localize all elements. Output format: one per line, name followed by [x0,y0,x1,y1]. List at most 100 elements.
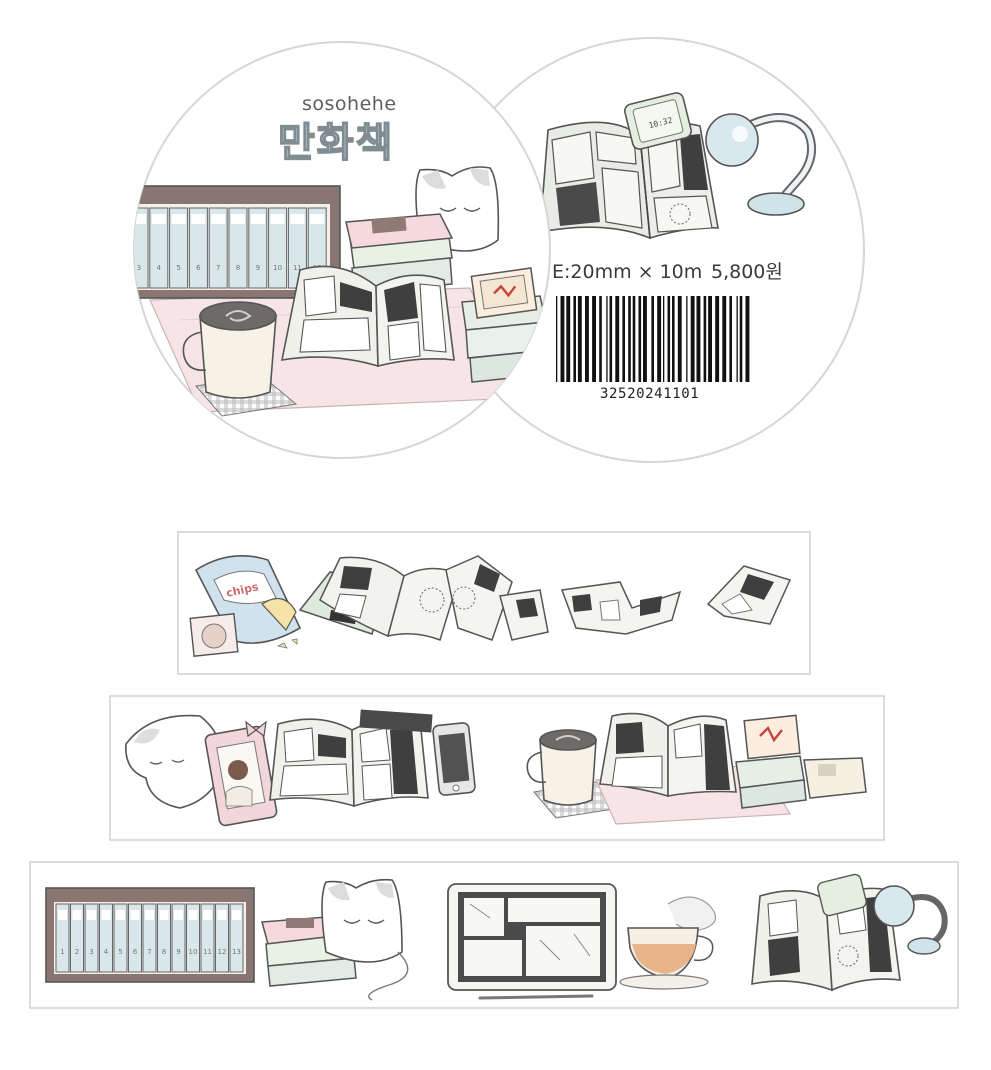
spine-label-band [310,214,325,224]
spine-label-band [203,910,212,920]
spine-volume-number: 11 [293,264,302,272]
spine-label-band [188,910,198,920]
spine-label-band [231,214,245,224]
barcode-bar [556,296,558,382]
barcode-bar [632,296,636,382]
barcode-bar [577,296,582,382]
barcode-bar [739,296,743,382]
spine-label-band [145,910,154,920]
spine-label-band [87,910,96,920]
barcode-bar [657,296,662,382]
stacked-books-icon [345,213,454,295]
spine-volume-number: 5 [118,948,122,956]
spine-label-band [171,214,186,224]
manga-volume-spine [134,207,149,289]
spine-volume-number: 9 [176,948,180,956]
open-manga-book-icon [280,265,455,368]
desk-lamp-icon [705,113,817,216]
spine-label-band [174,910,183,920]
spine-volume-number: 10 [273,264,282,272]
barcode-bar [566,296,571,382]
spine-volume-number: 6 [196,264,201,272]
barcode-bar [643,296,647,382]
barcode-bar [686,296,688,382]
photo-frame-icon [204,720,278,827]
open-manga-book-icon [269,709,433,808]
manga-volume-spine [228,207,248,289]
spine-label-band [211,214,226,224]
barcode-bar [708,296,712,382]
single-manga-page-icon [706,565,792,625]
manga-volume-spine [171,903,186,973]
spine-volume-number: 8 [162,948,166,956]
spine-volume-number: 5 [176,264,180,272]
barcode-bar [745,296,750,382]
spine-volume-number: 4 [104,948,109,956]
spine-label-band [270,214,285,224]
manga-volume-spine [200,903,215,973]
barcode [556,296,750,382]
manga-volume-spine [188,207,208,289]
barcode-bar [663,296,665,382]
barcode-bar [722,296,727,382]
barcode-bar [638,296,642,382]
barcode-bar [729,296,732,382]
spine-label-band [191,214,206,224]
spine-label-band [116,910,125,920]
spine-label-band [250,214,265,224]
barcode-bar [615,296,620,382]
spine-label-band [134,214,146,224]
barcode-bar [696,296,701,382]
manga-volume-spine [113,903,128,973]
barcode-bar [585,296,589,382]
barcode-bar [609,296,613,382]
manga-volume-spine [208,207,228,289]
spine-volume-number: 1 [60,948,64,956]
open-manga-book-icon [539,121,719,240]
manga-volume-spine [142,903,157,973]
phone-icon: 10:32 [624,92,692,150]
spine-volume-number: 2 [75,948,79,956]
tape-size-text: E:20mm × 10m [552,261,702,283]
desk-lamp-icon [873,885,948,955]
barcode-bar [651,296,654,382]
book-stack-with-photo-icon [461,267,550,383]
tea-cup-icon [619,896,717,990]
barcode-bar [599,296,602,382]
spine-volume-number: 10 [189,948,198,956]
book-stack-with-photo-icon [735,714,867,809]
tablet-icon [447,883,617,1000]
brand-name: sosohehe [302,93,397,115]
manga-volume-spine [99,903,113,973]
spine-label-band [130,910,140,920]
spine-volume-number: 6 [133,948,138,956]
manga-volume-spine [229,903,244,973]
spine-volume-number: 12 [218,948,227,956]
barcode-bar [736,296,738,382]
spine-label-band [72,910,82,920]
barcode-bar [573,296,576,382]
tape-strip-2 [109,695,885,841]
spine-volume-number: 13 [232,948,241,956]
manga-volume-spine [149,207,169,289]
chips-bag-icon: chips [189,554,302,657]
flying-manga-page-icon [560,581,682,635]
smartphone-icon [432,722,476,796]
spine-volume-number: 9 [256,264,260,272]
barcode-bar [622,296,625,382]
manga-volume-spine [157,903,171,973]
spine-volume-number: 4 [157,264,162,272]
tape-strip-1: chips [177,531,811,675]
coffee-mug-icon [182,301,298,417]
spine-volume-number: 8 [236,264,240,272]
tape-roll-right: 10:32 E:20mm × 10m 5,800원 32520241101 [439,37,865,463]
spine-volume-number: 7 [147,948,151,956]
open-manga-book-icon [751,873,901,992]
spine-volume-number: 3 [89,948,93,956]
